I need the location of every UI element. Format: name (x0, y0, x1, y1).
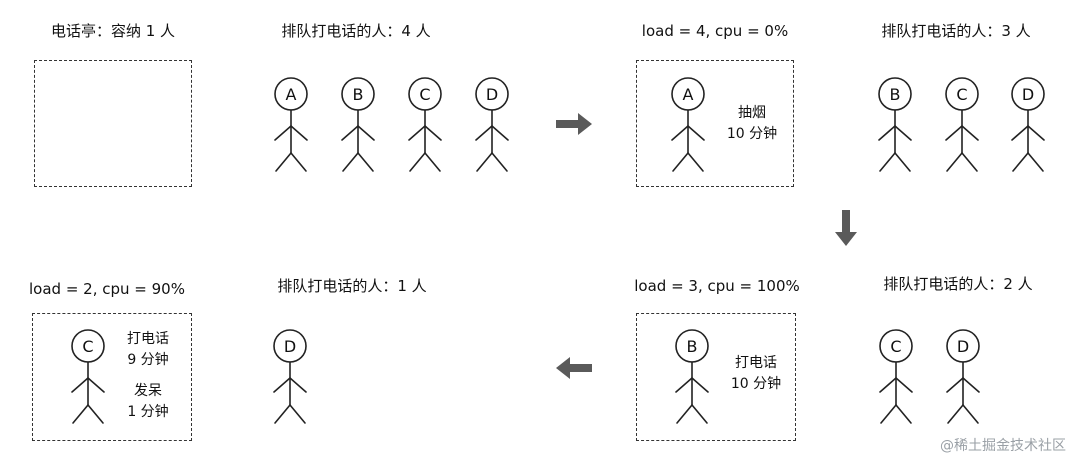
load-cpu-label-2: load = 4, cpu = 0% (641, 22, 789, 40)
activity-duration: 1 分钟 (127, 404, 169, 420)
watermark-text: @稀土掘金技术社区 (940, 438, 1066, 454)
person-letter: C (82, 337, 93, 356)
person-d-queue-4: D (268, 329, 312, 424)
booth-activity-3: 打电话 10 分钟 (731, 353, 781, 395)
person-d-queue-3: D (941, 329, 985, 424)
activity-name: 打电话 (127, 331, 169, 347)
person-letter: D (1022, 85, 1034, 104)
phone-booth-4 (32, 313, 192, 441)
person-a-booth: A (666, 77, 710, 172)
phone-booth-empty (34, 60, 192, 187)
person-letter: D (957, 337, 969, 356)
phone-booth-3 (636, 313, 796, 441)
person-letter: B (353, 85, 364, 104)
person-letter: D (284, 337, 296, 356)
activity-duration: 10 分钟 (726, 126, 778, 142)
queue-header-3: 排队打电话的人：2 人 (883, 275, 1033, 293)
person-letter: D (486, 85, 498, 104)
activity-name: 抽烟 (737, 105, 766, 121)
person-d-queue-2: D (1006, 77, 1050, 172)
arrow-right-shape (556, 113, 592, 135)
arrow-down-shape (835, 210, 857, 246)
queue-header-1: 排队打电话的人：4 人 (281, 22, 431, 40)
booth-activity-2: 抽烟 10 分钟 (727, 103, 777, 145)
queue-header-2: 排队打电话的人：3 人 (881, 22, 1031, 40)
person-letter: A (683, 85, 694, 104)
person-c-queue-3: C (874, 329, 918, 424)
person-a-queue-1: A (269, 77, 313, 172)
load-cpu-label-3: load = 3, cpu = 100% (634, 277, 800, 295)
phone-booth-2 (636, 60, 794, 187)
activity-name: 发呆 (133, 383, 162, 399)
person-b-booth: B (670, 329, 714, 424)
arrow-right-icon (556, 113, 592, 135)
arrow-down-icon (835, 210, 857, 246)
person-letter: C (956, 85, 967, 104)
person-c-queue-2: C (940, 77, 984, 172)
person-d-queue-1: D (470, 77, 514, 172)
person-b-queue-2: B (873, 77, 917, 172)
queue-header-4: 排队打电话的人：1 人 (277, 277, 427, 295)
person-letter: B (890, 85, 901, 104)
person-letter: B (687, 337, 698, 356)
person-letter: C (419, 85, 430, 104)
load-cpu-label-4: load = 2, cpu = 90% (29, 280, 185, 298)
person-letter: C (890, 337, 901, 356)
person-letter: A (286, 85, 297, 104)
activity-name: 打电话 (734, 355, 777, 371)
person-c-queue-1: C (403, 77, 447, 172)
booth-capacity-label: 电话亭：容纳 1 人 (50, 22, 176, 40)
activity-duration: 9 分钟 (127, 352, 169, 368)
person-b-queue-1: B (336, 77, 380, 172)
booth-activity-4b: 发呆 1 分钟 (127, 381, 168, 423)
person-c-booth: C (66, 329, 110, 424)
activity-duration: 10 分钟 (730, 376, 782, 392)
arrow-left-shape (556, 357, 592, 379)
arrow-left-icon (556, 357, 592, 379)
booth-activity-4a: 打电话 9 分钟 (127, 329, 169, 371)
